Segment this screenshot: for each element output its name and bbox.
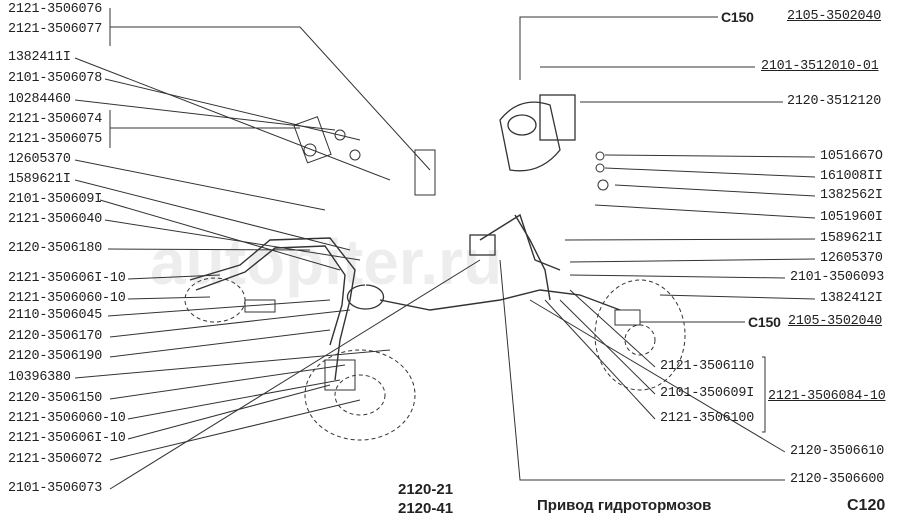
part-label: 2121-3506074: [8, 112, 103, 127]
section-code: C120: [847, 497, 886, 514]
part-label: 2120-3506610: [790, 444, 885, 459]
part-label: 2121-3506060-10: [8, 411, 126, 426]
part-label: 2120-3506600: [790, 472, 885, 487]
part-label: 1051667O: [820, 149, 883, 164]
model-code: 2120-41: [398, 500, 454, 517]
part-label: 1382562I: [820, 188, 883, 203]
diagram-title: Привод гидротормозов: [537, 497, 712, 514]
master-cylinder: [346, 94, 576, 310]
part-label: 2121-3506100: [660, 411, 755, 426]
part-label: 12605370: [8, 152, 71, 167]
part-label: 2120-3506170: [8, 329, 103, 344]
part-label: 2121-3506077: [8, 22, 103, 37]
part-label: 2121-3506072: [8, 452, 103, 467]
section-ref: C150: [748, 314, 781, 330]
model-code: 2120-21: [398, 481, 454, 498]
part-label: 2121-350606I-10: [8, 431, 126, 446]
leader-lines: [74, 8, 816, 490]
part-ref-link[interactable]: 2105-3502040: [787, 9, 882, 24]
part-label: 2101-350609I: [8, 192, 103, 207]
part-label: 12605370: [820, 251, 883, 266]
part-ref-link[interactable]: 2101-3512010-01: [761, 59, 879, 74]
part-label: 2101-3506093: [790, 270, 885, 285]
part-label: 1051960I: [820, 210, 883, 225]
part-label: 2110-3506045: [8, 308, 103, 323]
part-label: 2121-3506075: [8, 132, 103, 147]
wheel-outlines: [184, 277, 686, 441]
part-ref-link[interactable]: 2121-3506084-10: [768, 389, 886, 404]
part-label: 2121-3506076: [8, 2, 103, 17]
part-label: 2121-3506040: [8, 212, 103, 227]
part-label: 10396380: [8, 370, 71, 385]
part-label: 2120-3512120: [787, 94, 882, 109]
part-label: 2121-3506060-10: [8, 291, 126, 306]
part-label: 1382411I: [8, 50, 71, 65]
part-label: 10284460: [8, 92, 71, 107]
small-parts: [244, 116, 641, 391]
part-label: 2101-3506073: [8, 481, 103, 496]
part-label: 2101-3506078: [8, 71, 103, 86]
part-label: 1589621I: [820, 231, 883, 246]
part-label: 2120-3506180: [8, 241, 103, 256]
section-ref: C150: [721, 9, 754, 25]
brake-pipes: [189, 213, 621, 381]
part-label: 2121-3506110: [660, 359, 755, 374]
part-label: 1589621I: [8, 172, 71, 187]
part-label: 161008II: [820, 169, 883, 184]
part-label: 2120-3506150: [8, 391, 103, 406]
part-label: 1382412I: [820, 291, 883, 306]
part-ref-link[interactable]: 2105-3502040: [788, 314, 883, 329]
part-label: 2101-350609I: [660, 386, 755, 401]
part-label: 2121-350606I-10: [8, 271, 126, 286]
part-label: 2120-3506190: [8, 349, 103, 364]
